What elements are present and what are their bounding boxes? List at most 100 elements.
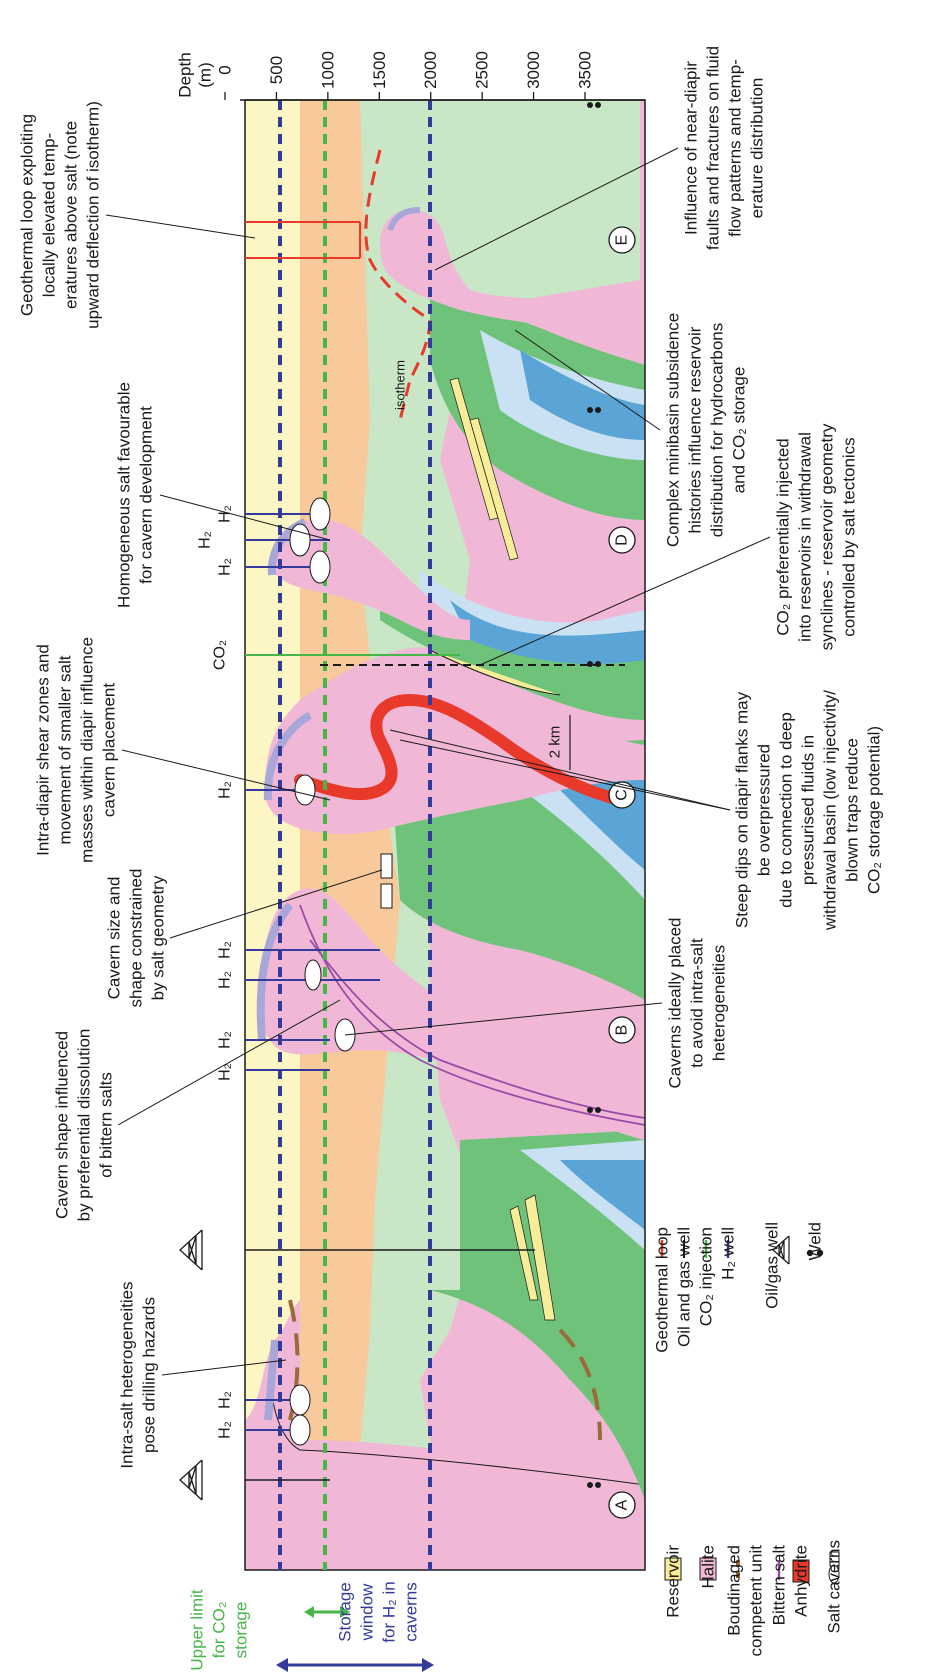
oil-rig-icon — [180, 1460, 202, 1500]
annotation-a3-line1: Cavern size and — [105, 877, 124, 1000]
legend-co2-injection: CO₂ injection — [697, 1227, 716, 1326]
cavern — [305, 960, 321, 990]
h2-window-label-4: caverns — [402, 1582, 421, 1642]
weld-dot — [595, 1482, 601, 1488]
annotation-b5-line4: erature distribution — [748, 78, 767, 219]
annotation-b3-line4: controlled by salt tectonics — [840, 437, 859, 636]
annotation-a4-line3: masses within diapir influence — [78, 637, 97, 863]
annotation-b5-line2: faults and fractures on fluid — [704, 46, 723, 250]
annotation-a2-line3: of bittern salts — [97, 1072, 116, 1178]
annotation-a1-line1: Intra-salt heterogeneities — [118, 1281, 137, 1468]
annotation-a5-line1: Homogeneous salt favourable — [115, 382, 134, 608]
h2-window-label-3: for H₂ in — [380, 1581, 399, 1642]
annotation-b4-line4: and CO₂ storage — [730, 367, 749, 494]
annotation-a6-line1: Geothermal loop exploiting — [18, 114, 37, 316]
depth-tick-label: 3000 — [524, 51, 543, 89]
depth-tick-label: 2500 — [473, 51, 492, 89]
annotation-b4-line2: histories influence reservoir — [686, 326, 705, 533]
annotation-b2-line7: CO₂ storage potential) — [865, 726, 884, 894]
legend-boudinaged-2: competent unit — [747, 1545, 766, 1657]
h2-label: H₂ — [217, 781, 234, 799]
depth-tick-label: 500 — [267, 56, 286, 84]
weld-dot — [595, 1107, 601, 1113]
legend-geothermal: Geothermal loop — [653, 1227, 672, 1353]
h2-label: H₂ — [217, 1063, 234, 1081]
depth-axis-unit: (m) — [196, 62, 215, 87]
cross-section: A B C D E isotherm 2 km — [245, 100, 645, 1570]
diapir-label-e: E — [614, 235, 631, 246]
cavern — [295, 775, 315, 805]
annotation-b3-line1: CO₂ preferentially injected — [774, 438, 793, 635]
annotation-a6-line3: eratures above salt (note — [62, 121, 81, 309]
legend: Reservoir Halite Boudinaged competent un… — [653, 1222, 844, 1657]
annotation-a6-line4: upward deflection of isotherm) — [84, 101, 103, 329]
well-labels: H₂ H₂ H₂ H₂ H₂ H₂ H₂ CO₂ H₂ H₂ H₂ — [180, 505, 234, 1500]
annotation-a4-line2: movement of smaller salt — [56, 655, 75, 844]
annotation-b1-line1: Caverns ideally placed — [666, 917, 685, 1088]
annotation-b1-line2: to avoid intra-salt — [688, 938, 707, 1068]
legend-oilgas-well: Oil and gas well — [675, 1227, 694, 1347]
depth-tick-label: 0 — [216, 65, 235, 74]
h2-label: H₂ — [197, 531, 214, 549]
depth-tick-label: 1000 — [318, 51, 337, 89]
depth-axis-title: Depth — [176, 52, 195, 97]
cavern — [310, 551, 330, 583]
annotation-a2-line1: Cavern shape influenced — [53, 1031, 72, 1219]
diapir-label-d: D — [614, 534, 631, 546]
h2-label: H₂ — [217, 1391, 234, 1409]
annotation-b1-line3: heterogeneities — [710, 945, 729, 1061]
cavern — [381, 884, 392, 908]
h2-label: H₂ — [217, 941, 234, 959]
h2-label: H₂ — [217, 1031, 234, 1049]
annotation-a3-line2: shape constrained — [127, 869, 146, 1008]
weld-dot — [595, 102, 601, 108]
annotation-b2-line5: withdrawal basin (low injectivity/ — [821, 690, 840, 931]
weld-dot — [587, 661, 593, 667]
annotation-a6-line2: locally elevated temp- — [40, 133, 59, 297]
annotation-b2-line2: be overpressured — [755, 744, 774, 876]
legend-reservoir: Reservoir — [664, 1545, 683, 1618]
window-labels: Upper limit for CO₂ storage Storage wind… — [188, 1581, 435, 1672]
h2-window-label-2: window — [358, 1583, 377, 1641]
cavern — [290, 524, 310, 556]
annotation-a2-line2: by preferential dissolution — [75, 1029, 94, 1222]
co2-label: CO₂ — [212, 640, 229, 670]
diapir-label-a: A — [614, 1499, 631, 1510]
legend-weld: Weld — [806, 1222, 825, 1260]
weld-dot — [587, 1482, 593, 1488]
annotation-b2-line4: pressurised fluids in — [799, 735, 818, 885]
h2-label: H₂ — [217, 558, 234, 576]
cavern — [290, 1385, 310, 1415]
h2-label: H₂ — [217, 1421, 234, 1439]
annotation-b4-line1: Complex minibasin subsidence — [664, 313, 683, 547]
legend-boudinaged-1: Boudinaged — [725, 1545, 744, 1636]
depth-tick-label: 1500 — [370, 51, 389, 89]
annotation-b5-line1: Influence of near-diapir — [682, 61, 701, 235]
oil-rig-icon — [180, 1230, 202, 1270]
annotation-b5-line3: flow patterns and temp- — [726, 59, 745, 237]
annotation-a4-line1: Intra-diapir shear zones and — [34, 644, 53, 856]
annotation-a1-line2: pose drilling hazards — [140, 1297, 159, 1453]
cavern — [381, 854, 392, 878]
depth-tick-label: 2000 — [421, 51, 440, 89]
legend-h2-well: H₂ well — [719, 1227, 738, 1280]
diapir-label-b: B — [614, 1025, 631, 1036]
h2-label: H₂ — [217, 971, 234, 989]
co2-limit-label-2: for CO₂ — [210, 1602, 229, 1659]
legend-halite: Halite — [699, 1545, 718, 1588]
legend-bittern: Bittern salt — [770, 1545, 789, 1626]
annotation-b2-line1: Steep dips on diapir flanks may — [733, 691, 752, 928]
co2-limit-label-3: storage — [232, 1602, 251, 1659]
cavern — [310, 498, 330, 530]
annotation-b2-line3: due to connection to deep — [777, 712, 796, 908]
leader-line — [106, 215, 255, 238]
scale-bar-label: 2 km — [547, 726, 564, 759]
weld-dot — [595, 407, 601, 413]
weld-dot — [587, 102, 593, 108]
annotation-a3-line3: by salt geometry — [149, 875, 168, 1000]
annotation-b2-line6: blown traps reduce — [843, 738, 862, 882]
